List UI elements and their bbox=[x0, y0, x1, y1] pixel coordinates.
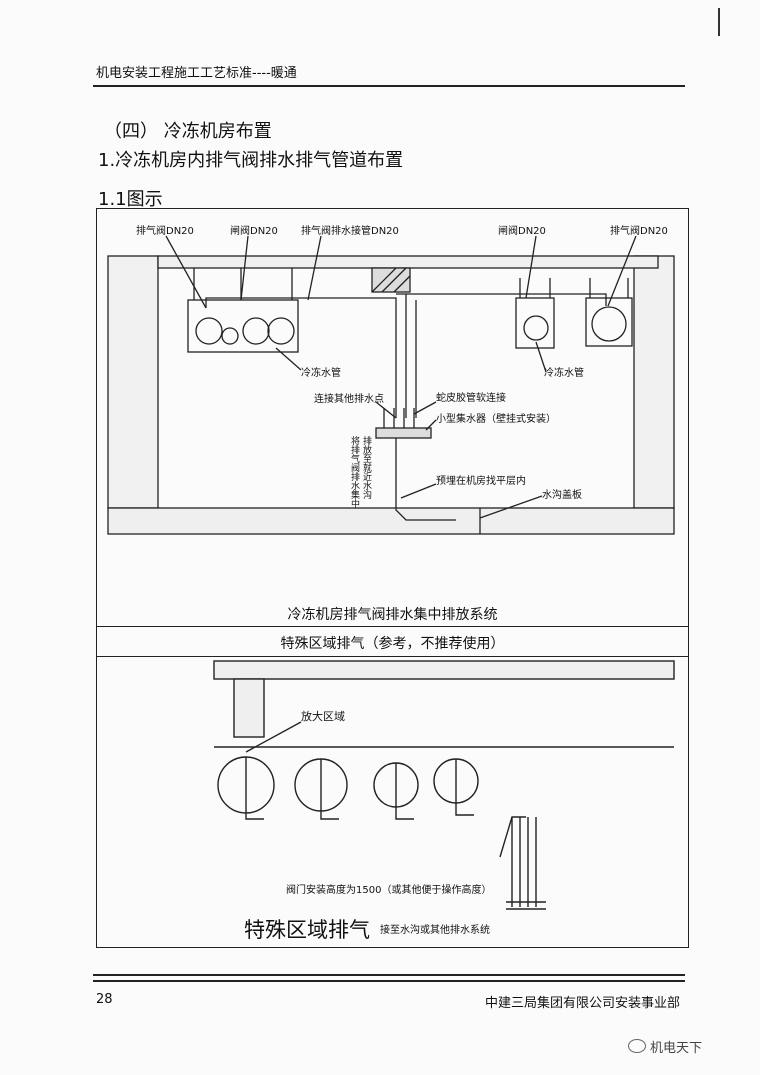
chilled-pipe-2 bbox=[221, 327, 239, 345]
page-number: 28 bbox=[96, 992, 113, 1007]
label-vertical-note-1: 将排气阀排水集中 bbox=[349, 436, 360, 509]
label-embedded: 预埋在机房找平层内 bbox=[436, 474, 526, 487]
label-connect: 接至水沟或其他排水系统 bbox=[380, 923, 490, 936]
label-chilled-pipe-right: 冷冻水管 bbox=[544, 366, 584, 379]
frame-divider-bottom bbox=[96, 656, 689, 657]
right-pipe-support-2 bbox=[585, 297, 633, 347]
chilled-pipe-4 bbox=[267, 317, 295, 345]
chilled-pipe-6 bbox=[591, 306, 627, 342]
slab bbox=[213, 660, 675, 680]
label-zoom: 放大区域 bbox=[301, 709, 345, 723]
label-chilled-pipe-left: 冷冻水管 bbox=[301, 366, 341, 379]
label-valve-height: 阀门安装高度为1500（或其他便于操作高度） bbox=[286, 883, 491, 896]
drain-main-pipe bbox=[205, 297, 397, 418]
ceiling-slab bbox=[157, 255, 659, 269]
collector bbox=[375, 427, 432, 439]
watermark: 机电天下 bbox=[628, 1037, 702, 1056]
chilled-pipe-1 bbox=[195, 317, 223, 345]
watermark-text: 机电天下 bbox=[650, 1041, 703, 1056]
chilled-pipe-3 bbox=[242, 317, 270, 345]
chilled-pipe-5 bbox=[523, 315, 549, 341]
footer-rule-2 bbox=[93, 980, 685, 982]
frame-divider-top bbox=[96, 626, 689, 627]
publisher: 中建三局集团有限公司安装事业部 bbox=[485, 996, 681, 1011]
label-collector: 小型集水器（壁挂式安装） bbox=[436, 412, 556, 425]
diagram1-caption: 冷冻机房排气阀排水集中排放系统 bbox=[287, 607, 498, 623]
label-gate-valve-left: 闸阀DN20 bbox=[230, 224, 278, 237]
beam bbox=[371, 267, 411, 293]
right-wall bbox=[633, 255, 675, 509]
figure-heading: 1.1图示 bbox=[98, 189, 163, 210]
label-big-title: 特殊区域排气 bbox=[244, 918, 370, 942]
special-area-vent-diagram: 放大区域 阀门安装高度为1500（或其他便于操作高度） 特殊区域排气 接至水沟或… bbox=[213, 660, 675, 942]
label-trench-cover: 水沟盖板 bbox=[542, 488, 582, 501]
scan-edge-mark bbox=[718, 8, 720, 36]
label-vent-valve-right: 排气阀DN20 bbox=[610, 224, 668, 237]
drain-down-pipe bbox=[395, 438, 456, 521]
footer-rule-1 bbox=[93, 974, 685, 976]
left-pipe-support bbox=[187, 299, 299, 353]
label-vertical-note-2: 排放至就近水沟 bbox=[361, 435, 372, 500]
wechat-icon bbox=[628, 1039, 646, 1053]
floor-slab bbox=[107, 507, 675, 535]
label-other-drain: 连接其他排水点 bbox=[314, 392, 384, 405]
label-gate-valve-right: 闸阀DN20 bbox=[498, 224, 546, 237]
left-wall bbox=[107, 255, 159, 509]
figure-frame bbox=[96, 208, 689, 948]
section-heading: （四） 冷冻机房布置 bbox=[104, 121, 272, 142]
column bbox=[233, 678, 265, 738]
diagram2-title: 特殊区域排气（参考，不推荐使用） bbox=[280, 636, 505, 652]
drop-pipe-1 bbox=[499, 816, 526, 858]
right-pipe-support-1 bbox=[515, 297, 555, 349]
label-drain-pipe: 排气阀排水接管DN20 bbox=[301, 224, 399, 237]
header-rule bbox=[93, 85, 685, 87]
label-hose: 蛇皮胶管软连接 bbox=[436, 391, 506, 404]
running-header: 机电安装工程施工工艺标准----暖通 bbox=[96, 66, 297, 81]
chiller-room-drain-diagram: 排气阀DN20 闸阀DN20 排气阀排水接管DN20 闸阀DN20 排气阀DN2… bbox=[107, 224, 675, 535]
subsection-heading: 1.冷冻机房内排气阀排水排气管道布置 bbox=[98, 150, 404, 171]
label-vent-valve-left: 排气阀DN20 bbox=[136, 224, 194, 237]
